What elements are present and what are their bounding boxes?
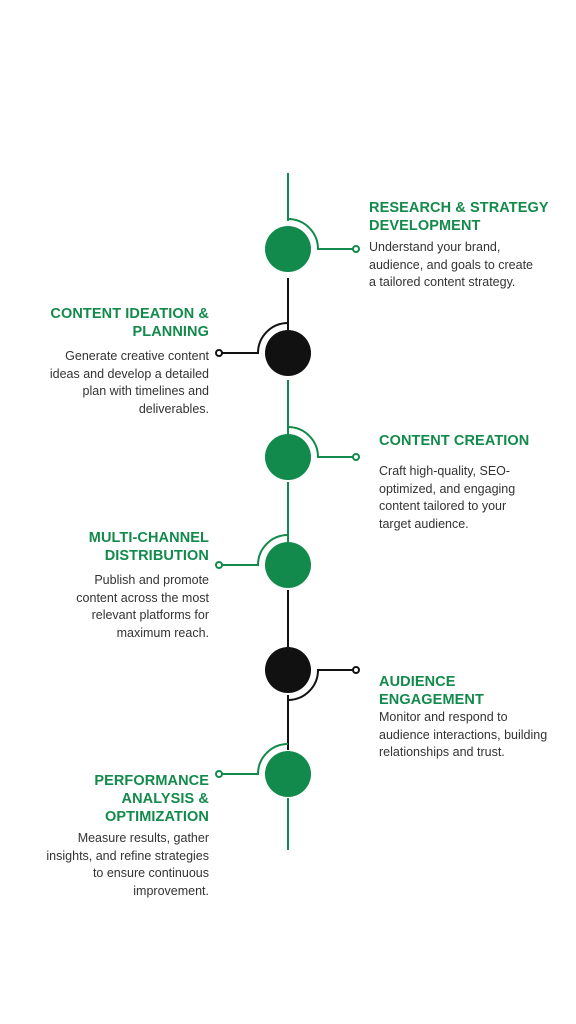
step-6-desc-line-1: Measure results, gather xyxy=(77,831,209,845)
step-4-node xyxy=(265,542,311,588)
step-3-title-line-1: CONTENT CREATION xyxy=(379,433,530,449)
step-5-connector-dot xyxy=(352,666,360,674)
step-3-title: CONTENT CREATION xyxy=(379,432,569,450)
step-6-desc-line-3: to ensure continuous xyxy=(92,866,209,880)
step-6-connector xyxy=(222,743,289,775)
step-2-connector-dot xyxy=(215,349,223,357)
step-5-desc-line-2: audience interactions, building xyxy=(379,727,548,742)
step-4-desc-line-3: relevant platforms for xyxy=(91,608,209,622)
step-6-title-line-3: OPTIMIZATION xyxy=(104,809,209,825)
step-3-desc-line-2: optimized, and engaging xyxy=(379,481,516,496)
step-5-node xyxy=(265,647,311,693)
step-3-connector xyxy=(287,426,353,458)
step-4-desc-line-1: Publish and promote xyxy=(94,573,209,587)
step-1-title-line-2: DEVELOPMENT xyxy=(369,218,481,234)
step-2-node xyxy=(265,330,311,376)
step-4-desc-line-2: content across the most xyxy=(76,590,209,605)
step-3-connector-dot xyxy=(352,453,360,461)
step-5-description: Monitor and respond to audience interact… xyxy=(379,709,574,762)
step-2-title-line-2: PLANNING xyxy=(132,324,209,340)
step-4-title-line-1: MULTI-CHANNEL xyxy=(88,530,209,546)
step-3-node xyxy=(265,434,311,480)
step-6-title-line-1: PERFORMANCE xyxy=(94,773,209,789)
step-4-desc-line-4: maximum reach. xyxy=(116,625,209,640)
step-2-desc-line-2: ideas and develop a detailed xyxy=(49,366,209,381)
step-3-description: Craft high-quality, SEO- optimized, and … xyxy=(379,463,569,533)
step-6-desc-line-2: insights, and refine strategies xyxy=(46,848,209,863)
step-2-desc-line-3: plan with timelines and xyxy=(82,384,209,398)
step-5-title: AUDIENCE ENGAGEMENT xyxy=(379,673,569,709)
step-1-desc-line-2: audience, and goals to create xyxy=(369,257,534,272)
timeline-connectors xyxy=(215,218,360,778)
step-3-desc-line-3: content tailored to your xyxy=(379,499,507,513)
step-4-connector xyxy=(222,534,289,566)
step-1-desc-line-1: Understand your brand, xyxy=(369,240,501,254)
step-5-desc-line-1: Monitor and respond to xyxy=(379,710,508,724)
step-6-title-line-2: ANALYSIS & xyxy=(121,791,209,807)
step-5-desc-line-3: relationships and trust. xyxy=(379,745,505,759)
step-1-desc-line-3: a tailored content strategy. xyxy=(369,275,516,289)
step-1-description: Understand your brand, audience, and goa… xyxy=(369,239,569,292)
timeline-nodes xyxy=(265,226,311,797)
step-1-connector-dot xyxy=(352,245,360,253)
step-4-description: Publish and promote content across the m… xyxy=(10,572,209,642)
step-5-title-line-1: AUDIENCE xyxy=(379,674,456,690)
step-2-desc-line-1: Generate creative content xyxy=(65,349,209,363)
step-4-title-line-2: DISTRIBUTION xyxy=(104,548,209,564)
step-6-description: Measure results, gather insights, and re… xyxy=(10,830,209,900)
step-2-title: CONTENT IDEATION & PLANNING xyxy=(10,305,209,341)
step-1-node xyxy=(265,226,311,272)
step-6-desc-line-4: improvement. xyxy=(133,883,209,898)
step-6-connector-dot xyxy=(215,770,223,778)
step-3-desc-line-4: target audience. xyxy=(379,516,469,531)
step-4-connector-dot xyxy=(215,561,223,569)
step-4-title: MULTI-CHANNEL DISTRIBUTION xyxy=(10,529,209,565)
step-1-title: RESEARCH & STRATEGY DEVELOPMENT xyxy=(369,199,569,235)
step-6-title: PERFORMANCE ANALYSIS & OPTIMIZATION xyxy=(10,772,209,826)
step-5-title-line-2: ENGAGEMENT xyxy=(379,692,484,708)
step-6-node xyxy=(265,751,311,797)
step-2-desc-line-4: deliverables. xyxy=(138,401,209,416)
step-2-connector xyxy=(222,322,289,354)
step-2-title-line-1: CONTENT IDEATION & xyxy=(50,306,209,322)
step-5-connector xyxy=(287,669,353,701)
step-2-description: Generate creative content ideas and deve… xyxy=(10,348,209,418)
step-1-connector xyxy=(287,218,353,250)
step-3-desc-line-1: Craft high-quality, SEO- xyxy=(379,464,511,478)
step-1-title-line-1: RESEARCH & STRATEGY xyxy=(369,200,549,216)
